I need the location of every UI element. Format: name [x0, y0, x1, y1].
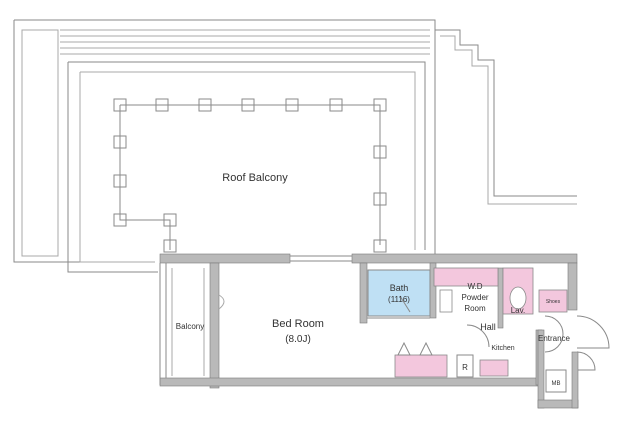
kitchen-counter: [394, 341, 509, 378]
pergola-post: [155, 98, 169, 112]
bath-label: Bath: [390, 283, 409, 293]
refrigerator-label: R: [462, 363, 468, 372]
pergola-post: [113, 174, 127, 188]
balcony-rail: [171, 268, 225, 376]
pergola: [113, 98, 387, 253]
pergola-post: [163, 213, 177, 227]
pergola-post: [373, 98, 387, 112]
unit-walls: [159, 253, 578, 389]
lavatory-area: [439, 267, 568, 315]
pergola-post: [373, 145, 387, 159]
mb-label: MB: [552, 381, 561, 387]
pergola-post: [113, 98, 127, 112]
pergola-post: [163, 239, 177, 253]
doors: [367, 315, 610, 371]
shoes-label: Shoes: [546, 299, 561, 305]
entrance-label: Entrance: [538, 334, 571, 343]
roof-terrace-outline: [13, 19, 577, 273]
wd-label: W.D: [467, 282, 482, 291]
powder-room-label-2: Room: [464, 304, 486, 313]
roof-balcony-label: Roof Balcony: [222, 172, 288, 184]
pergola-post: [373, 239, 387, 253]
pergola-post: [113, 135, 127, 149]
pergola-post: [285, 98, 299, 112]
pergola-post: [113, 213, 127, 227]
entrance-block: [537, 329, 579, 409]
bath-size-label: (1116): [388, 295, 410, 304]
balcony-label: Balcony: [176, 322, 204, 331]
bath-area: [367, 267, 499, 317]
pergola-post: [241, 98, 255, 112]
pergola-post: [329, 98, 343, 112]
hall-label: Hall: [480, 322, 496, 332]
lav-label: Lav.: [511, 306, 526, 315]
kitchen-label: Kitchen: [491, 345, 514, 352]
powder-room-label: Powder: [461, 293, 488, 302]
pergola-post: [373, 192, 387, 206]
bed-room-label: Bed Room: [272, 318, 324, 330]
bed-room-size-label: (8.0J): [285, 334, 311, 345]
pergola-post: [198, 98, 212, 112]
